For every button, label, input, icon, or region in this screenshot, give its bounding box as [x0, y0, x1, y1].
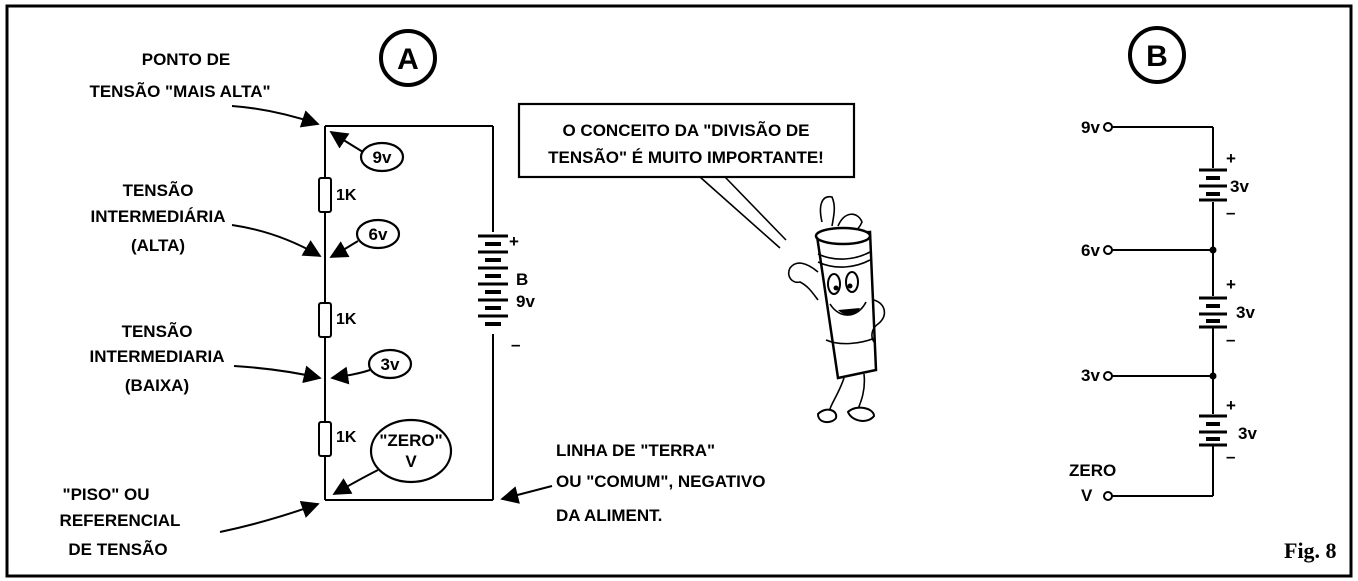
cell-1-plus: + [1226, 149, 1236, 168]
cell-3-voltage: 3v [1238, 424, 1257, 443]
cell-2-voltage: 3v [1236, 303, 1255, 322]
label-highest-line1: PONTO DE [142, 50, 230, 69]
cell-1: + – 3v [1199, 149, 1249, 222]
label-floor-line1: "PISO" OU [63, 485, 150, 504]
terminal-9v-label: 9v [1081, 118, 1100, 137]
label-ground-line3: DA ALIMENT. [556, 506, 662, 525]
panel-b-badge: B [1128, 26, 1186, 84]
resistor-1-label: 1K [336, 187, 357, 204]
label-ground-line: LINHA DE "TERRA" OU "COMUM", NEGATIVO DA… [500, 441, 765, 525]
speech-line1: O CONCEITO DA "DIVISÃO DE [562, 120, 809, 140]
cell-1-voltage: 3v [1230, 177, 1249, 196]
terminal-zero-line2: V [1081, 486, 1093, 505]
terminal-3v: 3v [1081, 366, 1217, 385]
bubble-3v: 3v [330, 348, 413, 385]
label-mid-high-line3: (ALTA) [131, 236, 185, 255]
bubble-6v-text: 6v [369, 225, 388, 244]
bubble-6v: 6v [329, 218, 401, 258]
bubble-3v-text: 3v [381, 355, 400, 374]
bubble-zero-line2: V [405, 452, 417, 471]
cell-3: + – 3v [1199, 396, 1257, 466]
resistor-2: 1K [318, 302, 357, 338]
label-mid-high-line1: TENSÃO [123, 180, 194, 200]
battery-mascot-illustration [787, 196, 886, 424]
terminal-6v-label: 6v [1081, 241, 1100, 260]
figure-frame [5, 4, 1353, 578]
label-mid-low-voltage: TENSÃO INTERMEDIARIA (BAIXA) [89, 321, 322, 395]
label-floor-line3: DE TENSÃO [68, 539, 167, 559]
panel-b-badge-text: B [1146, 40, 1168, 73]
terminal-zero: ZERO V [1069, 461, 1213, 505]
label-floor-reference: "PISO" OU REFERENCIAL DE TENSÃO [60, 485, 320, 559]
label-mid-high-line2: INTERMEDIÁRIA [90, 207, 225, 226]
terminal-9v: 9v [1081, 118, 1213, 137]
terminal-6v: 6v [1081, 241, 1217, 260]
label-ground-line2: OU "COMUM", NEGATIVO [556, 472, 765, 491]
cell-3-plus: + [1226, 396, 1236, 415]
cell-2-plus: + [1226, 275, 1236, 294]
battery-name: B [516, 270, 528, 289]
resistor-2-label: 1K [336, 311, 357, 328]
cell-3-minus: – [1226, 447, 1235, 466]
label-highest-line2: TENSÃO "MAIS ALTA" [89, 81, 270, 101]
cell-2: + – 3v [1199, 275, 1255, 349]
resistor-1: 1K [318, 177, 357, 213]
panel-a: A 1K 1K 1K [60, 29, 765, 559]
panel-b: B 9v 6v 3v ZERO V [1069, 26, 1257, 505]
label-mid-low-line3: (BAIXA) [125, 376, 189, 395]
label-floor-line2: REFERENCIAL [60, 511, 181, 530]
battery-voltage: 9v [516, 292, 535, 311]
label-mid-low-line1: TENSÃO [122, 321, 193, 341]
terminal-zero-line1: ZERO [1069, 461, 1116, 480]
circuit-a-wiring [324, 125, 494, 501]
label-ground-line1: LINHA DE "TERRA" [556, 441, 715, 460]
speech-line2: TENSÃO" É MUITO IMPORTANTE! [548, 147, 824, 167]
speech-bubble: O CONCEITO DA "DIVISÃO DE TENSÃO" É MUIT… [517, 102, 856, 249]
cell-1-minus: – [1226, 203, 1235, 222]
bubble-9v-text: 9v [373, 148, 392, 167]
label-highest-voltage: PONTO DE TENSÃO "MAIS ALTA" [89, 50, 320, 128]
battery-b: + – B 9v [478, 232, 535, 354]
panel-a-badge-text: A [397, 43, 419, 76]
battery-minus: – [511, 335, 520, 354]
panel-a-badge: A [379, 29, 437, 87]
resistor-3-label: 1K [336, 429, 357, 446]
resistor-3: 1K [318, 421, 357, 457]
bubble-zero-line1: "ZERO" [379, 431, 442, 450]
terminal-3v-label: 3v [1081, 366, 1100, 385]
bubble-9v: 9v [329, 131, 405, 173]
label-mid-high-voltage: TENSÃO INTERMEDIÁRIA (ALTA) [90, 180, 322, 257]
label-mid-low-line2: INTERMEDIARIA [89, 347, 224, 366]
figure-label: Fig. 8 [1284, 538, 1337, 563]
battery-plus: + [509, 232, 519, 251]
cell-2-minus: – [1226, 330, 1235, 349]
bubble-zero: "ZERO" V [332, 418, 453, 495]
